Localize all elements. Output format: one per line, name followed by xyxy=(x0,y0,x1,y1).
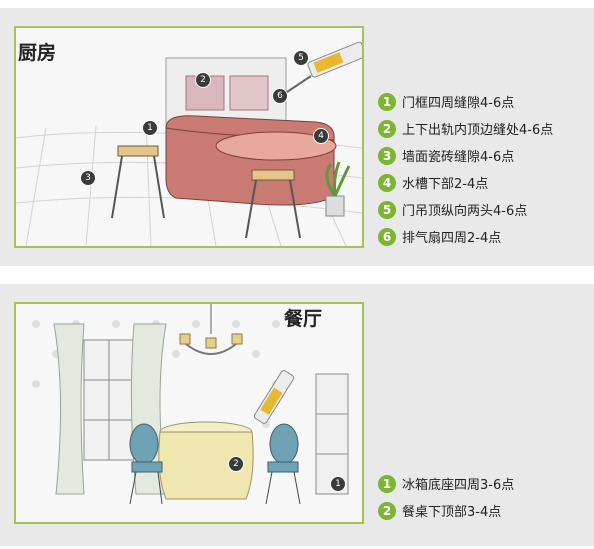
dining-title: 餐厅 xyxy=(284,308,323,330)
legend-text: 上下出轨内顶边缝处4-6点 xyxy=(402,123,554,138)
kitchen-legend-item: 5 门吊顶纵向两头4-6点 xyxy=(378,196,553,223)
kitchen-marker-4: 4 xyxy=(313,128,329,144)
dining-legend: 1 冰箱底座四周3-6点 2 餐桌下顶部3-4点 xyxy=(378,470,514,524)
number-badge-icon: 3 xyxy=(378,146,396,165)
legend-text: 水槽下部2-4点 xyxy=(402,177,489,192)
number-badge-icon: 2 xyxy=(378,119,396,138)
number-badge-icon: 4 xyxy=(378,173,396,192)
kitchen-marker-2: 2 xyxy=(195,72,211,88)
dining-illustration xyxy=(14,302,364,524)
legend-text: 门框四周缝隙4-6点 xyxy=(402,96,515,111)
kitchen-legend-item: 1 门框四周缝隙4-6点 xyxy=(378,88,553,115)
kitchen-legend-item: 3 墙面瓷砖缝隙4-6点 xyxy=(378,142,553,169)
number-badge-icon: 1 xyxy=(378,92,396,111)
dining-marker-1: 1 xyxy=(330,476,346,492)
number-badge-icon: 6 xyxy=(378,227,396,246)
number-badge-icon: 1 xyxy=(378,474,396,493)
kitchen-legend: 1 门框四周缝隙4-6点 2 上下出轨内顶边缝处4-6点 3 墙面瓷砖缝隙4-6点 4… xyxy=(378,88,553,250)
number-badge-icon: 5 xyxy=(378,200,396,219)
legend-text: 冰箱底座四周3-6点 xyxy=(402,478,515,493)
kitchen-illustration xyxy=(14,26,364,248)
kitchen-marker-5: 5 xyxy=(293,50,309,66)
kitchen-title: 厨房 xyxy=(18,42,57,64)
kitchen-marker-1: 1 xyxy=(142,120,158,136)
kitchen-legend-item: 4 水槽下部2-4点 xyxy=(378,169,553,196)
kitchen-marker-6: 6 xyxy=(272,88,288,104)
dining-panel: 餐厅 1 2 1 冰箱底座四周3-6点 2 餐桌下顶部3-4点 xyxy=(0,284,594,546)
kitchen-legend-item: 2 上下出轨内顶边缝处4-6点 xyxy=(378,115,553,142)
number-badge-icon: 2 xyxy=(378,501,396,520)
kitchen-panel: 厨房 1 2 3 4 5 6 1 门框四周缝隙4-6点 2 上下出轨内顶边缝处4-6… xyxy=(0,8,594,266)
dining-legend-item: 2 餐桌下顶部3-4点 xyxy=(378,497,514,524)
dining-legend-item: 1 冰箱底座四周3-6点 xyxy=(378,470,514,497)
legend-text: 门吊顶纵向两头4-6点 xyxy=(402,204,528,219)
legend-text: 墙面瓷砖缝隙4-6点 xyxy=(402,150,515,165)
kitchen-legend-item: 6 排气扇四周2-4点 xyxy=(378,223,553,250)
kitchen-marker-3: 3 xyxy=(80,170,96,186)
legend-text: 餐桌下顶部3-4点 xyxy=(402,505,502,520)
dining-sketch xyxy=(32,304,349,505)
legend-text: 排气扇四周2-4点 xyxy=(402,231,502,246)
dining-marker-2: 2 xyxy=(228,456,244,472)
kitchen-sketch xyxy=(16,41,362,246)
